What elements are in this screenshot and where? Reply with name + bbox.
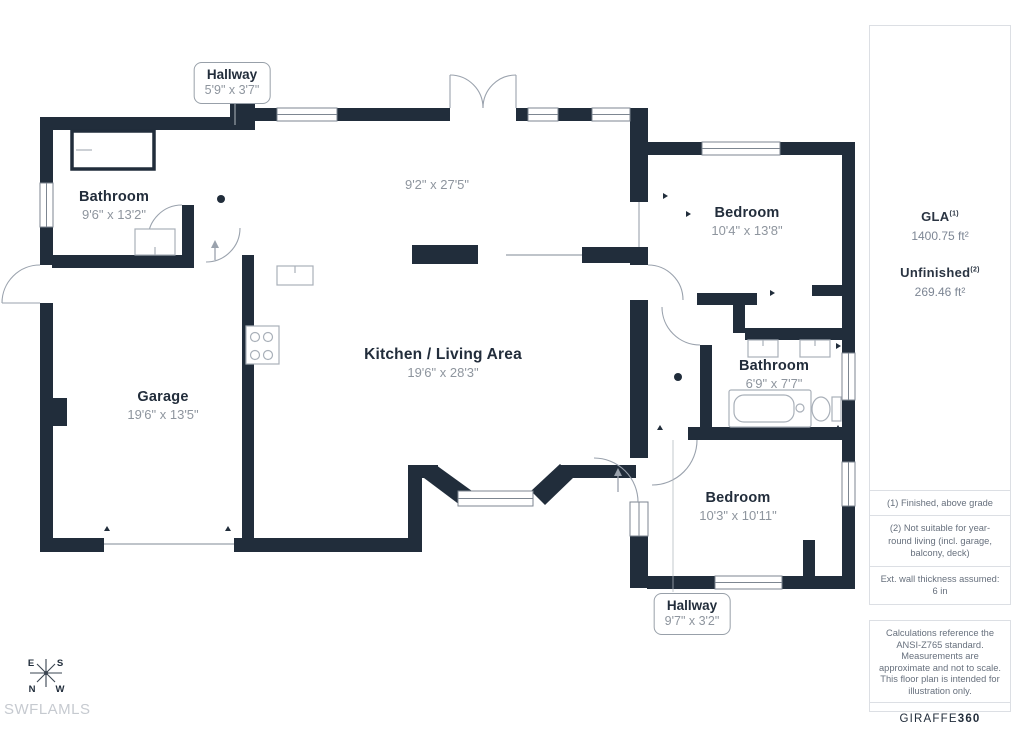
bathtub-2	[728, 389, 812, 428]
unfinished-value: 269.46 ft²	[914, 285, 966, 299]
stove	[245, 325, 280, 365]
footnotes: (1) Finished, above grade (2) Not suitab…	[870, 489, 1010, 604]
hallway-callout-bottom: Hallway 9'7" x 3'2"	[653, 593, 731, 635]
giraffe360-logo: GIRAFFE360	[870, 702, 1010, 734]
entry-area-dimension: 9'2" x 27'5"	[404, 177, 470, 192]
fixture-dots	[104, 193, 841, 531]
room-label-bathroom-2: Bathroom 6'9" x 7'7"	[738, 358, 810, 391]
unfinished-label: Unfinished(2)	[900, 265, 980, 280]
footnote-3: Ext. wall thickness assumed: 6 in	[870, 565, 1010, 604]
room-label-bedroom-1: Bedroom 10'4" x 13'8"	[711, 205, 783, 238]
area-summary-panel: GLA(1) 1400.75 ft² Unfinished(2) 269.46 …	[869, 25, 1011, 605]
hallway-callout-top: Hallway 5'9" x 3'7"	[193, 62, 271, 104]
room-label-bedroom-2: Bedroom 10'3" x 10'11"	[699, 490, 777, 523]
compass-west: W	[56, 684, 65, 695]
fixtures	[70, 129, 842, 428]
gla-block: GLA(1) 1400.75 ft² Unfinished(2) 269.46 …	[870, 209, 1010, 299]
room-label-bathroom-1: Bathroom 9'6" x 13'2"	[78, 189, 150, 222]
compass-south: S	[57, 658, 63, 669]
callout-leaders	[234, 100, 674, 592]
footnote-1: (1) Finished, above grade	[870, 489, 1010, 516]
footnote-2: (2) Not suitable for year-round living (…	[870, 515, 1010, 566]
compass-icon: E S N W	[28, 658, 65, 695]
walls	[40, 95, 855, 589]
room-label-kitchen-living: Kitchen / Living Area 19'6" x 28'3"	[364, 346, 522, 380]
disclaimer-panel: Calculations reference the ANSI-Z765 sta…	[869, 620, 1011, 725]
gla-value: 1400.75 ft²	[911, 229, 969, 243]
windows	[39, 107, 856, 590]
disclaimer-text: Calculations reference the ANSI-Z765 sta…	[879, 628, 1001, 696]
compass-east: E	[28, 658, 34, 669]
gla-label: GLA(1)	[921, 209, 959, 224]
watermark: SWFLAMLS	[4, 701, 91, 718]
room-label-garage: Garage 19'6" x 13'5"	[127, 389, 199, 422]
toilet	[831, 396, 842, 422]
kitchen-peninsula	[582, 247, 646, 263]
entry-arrow-icon	[211, 240, 622, 492]
opening-lines	[104, 254, 582, 545]
compass-north: N	[29, 684, 36, 695]
kitchen-island	[412, 245, 478, 264]
